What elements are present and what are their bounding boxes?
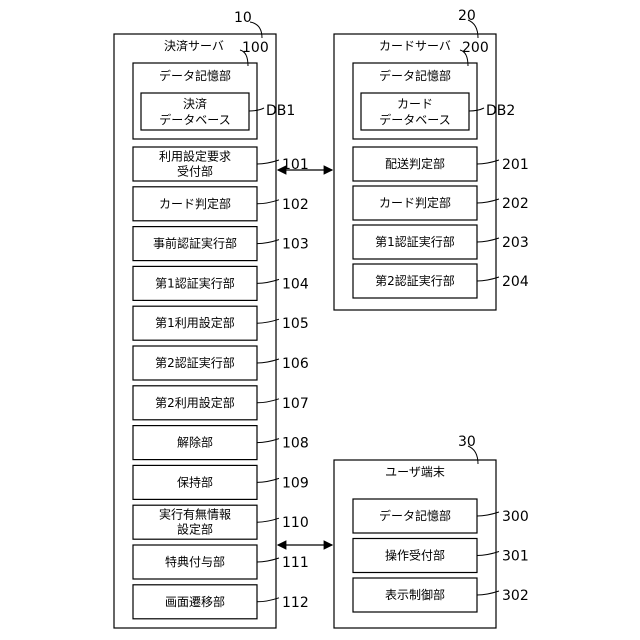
payment-module-ref: 109	[282, 475, 309, 491]
payment-module-ref: 104	[282, 276, 309, 292]
payment-database-ref: DB1	[266, 103, 295, 119]
user-terminal-modules: データ記憶部 300 操作受付部 301 表示制御部 302	[353, 499, 529, 612]
payment-module-108: 解除部 108	[133, 426, 309, 460]
payment-module-ref: 105	[282, 316, 309, 332]
payment-module-label: 第1利用設定部	[155, 315, 235, 330]
payment-module-110: 実行有無情報設定部 110	[133, 505, 309, 539]
user-terminal: ユーザ端末 30 データ記憶部 300 操作受付部 301 表示制御部 302	[334, 434, 529, 628]
payment-module-102: カード判定部 102	[133, 187, 309, 221]
payment-module-ref: 107	[282, 396, 309, 412]
card-module-203: 第1認証実行部 203	[353, 225, 529, 259]
payment-module-label: 第2利用設定部	[155, 395, 235, 410]
payment-server: 決済サーバ 10 データ記憶部 100 決済 データベース DB1 利用設定要求…	[114, 10, 309, 628]
payment-module-ref: 102	[282, 197, 309, 213]
payment-module-ref: 106	[282, 356, 309, 372]
payment-module-105: 第1利用設定部 105	[133, 306, 309, 340]
user-terminal-title: ユーザ端末	[385, 465, 445, 479]
card-module-ref: 201	[502, 157, 529, 173]
card-module-label: 第1認証実行部	[375, 234, 455, 249]
user-terminal-ref: 30	[458, 434, 476, 450]
payment-module-106: 第2認証実行部 106	[133, 346, 309, 380]
payment-module-112: 画面遷移部 112	[133, 585, 309, 619]
payment-storage-title: データ記憶部	[159, 68, 231, 83]
payment-storage-ref: 100	[242, 40, 269, 56]
payment-server-ref: 10	[234, 10, 252, 26]
payment-module-label: 受付部	[177, 164, 213, 179]
terminal-module-301: 操作受付部 301	[353, 539, 529, 573]
card-server-ref: 20	[458, 8, 476, 24]
payment-module-label: 設定部	[177, 522, 213, 537]
payment-database-label-line1: 決済	[183, 96, 207, 111]
payment-module-ref: 110	[282, 515, 309, 531]
payment-module-label: 画面遷移部	[165, 594, 225, 609]
terminal-module-ref: 300	[502, 509, 529, 525]
payment-module-101: 利用設定要求受付部101	[133, 147, 309, 181]
card-database-label-line2: データベース	[379, 112, 450, 127]
payment-module-ref: 112	[282, 595, 309, 611]
payment-module-ref: 103	[282, 237, 309, 253]
card-server: カードサーバ 20 データ記憶部 200 カード データベース DB2 配送判定…	[334, 8, 529, 310]
payment-module-ref: 108	[282, 436, 309, 452]
payment-module-109: 保持部 109	[133, 465, 309, 499]
terminal-module-ref: 302	[502, 588, 529, 604]
payment-server-title: 決済サーバ	[164, 38, 224, 53]
payment-module-107: 第2利用設定部 107	[133, 386, 309, 420]
terminal-module-label: データ記憶部	[379, 508, 451, 523]
payment-module-label: 事前認証実行部	[153, 236, 237, 251]
payment-module-label: 実行有無情報	[159, 507, 231, 522]
card-storage-title: データ記憶部	[379, 68, 451, 83]
card-module-ref: 202	[502, 196, 529, 212]
terminal-module-300: データ記憶部 300	[353, 499, 529, 533]
card-module-ref: 204	[502, 274, 529, 290]
payment-module-ref: 111	[282, 555, 309, 571]
card-storage-ref: 200	[462, 40, 489, 56]
terminal-module-ref: 301	[502, 549, 529, 565]
payment-module-label: 利用設定要求	[159, 149, 231, 164]
payment-module-label: 特典付与部	[165, 554, 225, 569]
payment-module-label: カード判定部	[159, 196, 231, 211]
payment-module-111: 特典付与部 111	[133, 545, 309, 579]
card-database-label-line1: カード	[397, 97, 433, 111]
payment-module-label: 保持部	[177, 474, 213, 489]
payment-module-104: 第1認証実行部 104	[133, 266, 309, 300]
payment-database-label-line2: データベース	[159, 112, 230, 127]
card-module-label: 配送判定部	[385, 156, 445, 171]
card-database-ref: DB2	[486, 103, 515, 119]
card-module-label: 第2認証実行部	[375, 273, 455, 288]
payment-module-label: 第2認証実行部	[155, 355, 235, 370]
terminal-module-label: 表示制御部	[385, 587, 445, 602]
card-module-202: カード判定部 202	[353, 186, 529, 220]
card-module-201: 配送判定部 201	[353, 147, 529, 181]
terminal-module-label: 操作受付部	[385, 548, 445, 563]
terminal-module-302: 表示制御部 302	[353, 578, 529, 612]
payment-module-103: 事前認証実行部 103	[133, 227, 309, 261]
card-module-204: 第2認証実行部 204	[353, 264, 529, 298]
card-module-ref: 203	[502, 235, 529, 251]
card-module-label: カード判定部	[379, 195, 451, 210]
payment-module-label: 第1認証実行部	[155, 275, 235, 290]
payment-module-label: 解除部	[177, 435, 213, 450]
card-server-title: カードサーバ	[379, 39, 451, 53]
